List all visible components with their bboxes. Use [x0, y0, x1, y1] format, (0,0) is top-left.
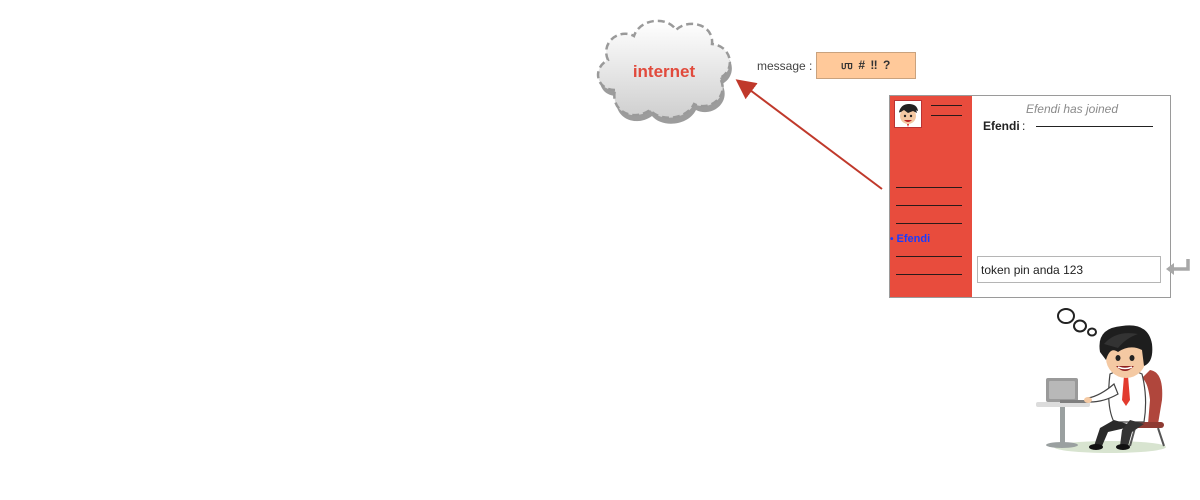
arrow-to-internet: [735, 79, 883, 190]
chat-sender-colon: :: [1022, 119, 1026, 133]
chat-sender-name: Efendi: [983, 119, 1020, 133]
sidebar-line: [931, 105, 962, 106]
chat-message-line: [1036, 126, 1153, 127]
cloud-icon: [596, 19, 732, 124]
user-list-line: [896, 274, 962, 275]
chat-sidebar: [890, 96, 972, 297]
sidebar-line: [931, 115, 962, 116]
user-list-line: [896, 223, 962, 224]
online-dot-icon: •: [890, 234, 894, 245]
user-list-line: [896, 256, 962, 257]
user-list-line: [896, 187, 962, 188]
avatar-icon: [895, 101, 921, 127]
thought-bubble-icon: [1057, 308, 1097, 337]
message-label: message :: [757, 59, 813, 73]
internet-label: internet: [632, 62, 696, 81]
person-at-laptop-illustration: [1036, 308, 1166, 453]
avatar: [894, 100, 922, 128]
user-list-line: [896, 205, 962, 206]
encrypted-message-box: ஶ # ‼ ?: [816, 52, 916, 79]
enter-icon[interactable]: [1163, 258, 1193, 278]
join-notice: Efendi has joined: [1025, 102, 1119, 116]
chat-input[interactable]: [977, 256, 1161, 283]
online-user-name: Efendi: [896, 233, 931, 245]
online-user-item[interactable]: •Efendi: [890, 233, 930, 245]
